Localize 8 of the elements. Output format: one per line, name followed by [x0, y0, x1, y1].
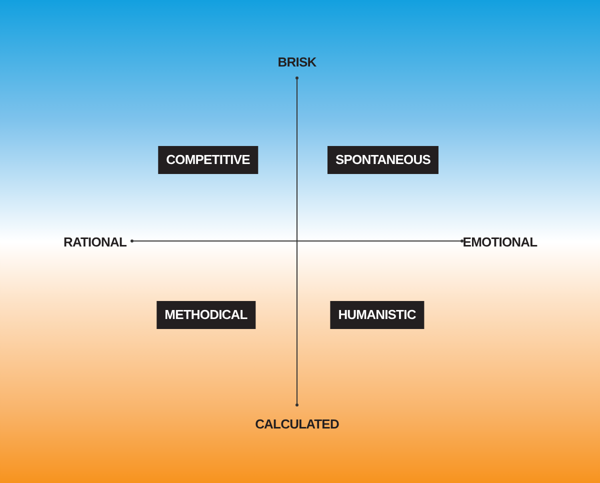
axis-label: EMOTIONAL	[462, 234, 538, 250]
quadrant-label-box: SPONTANEOUS	[327, 146, 439, 174]
quadrant-label-box: COMPETITIVE	[158, 146, 258, 174]
axis-label: CALCULATED	[255, 416, 339, 432]
axis-label: RATIONAL	[64, 234, 126, 250]
axis-label: BRISK	[278, 54, 316, 70]
quadrant-label-box: METHODICAL	[156, 301, 256, 329]
quadrant-label-box: HUMANISTIC	[330, 301, 424, 329]
